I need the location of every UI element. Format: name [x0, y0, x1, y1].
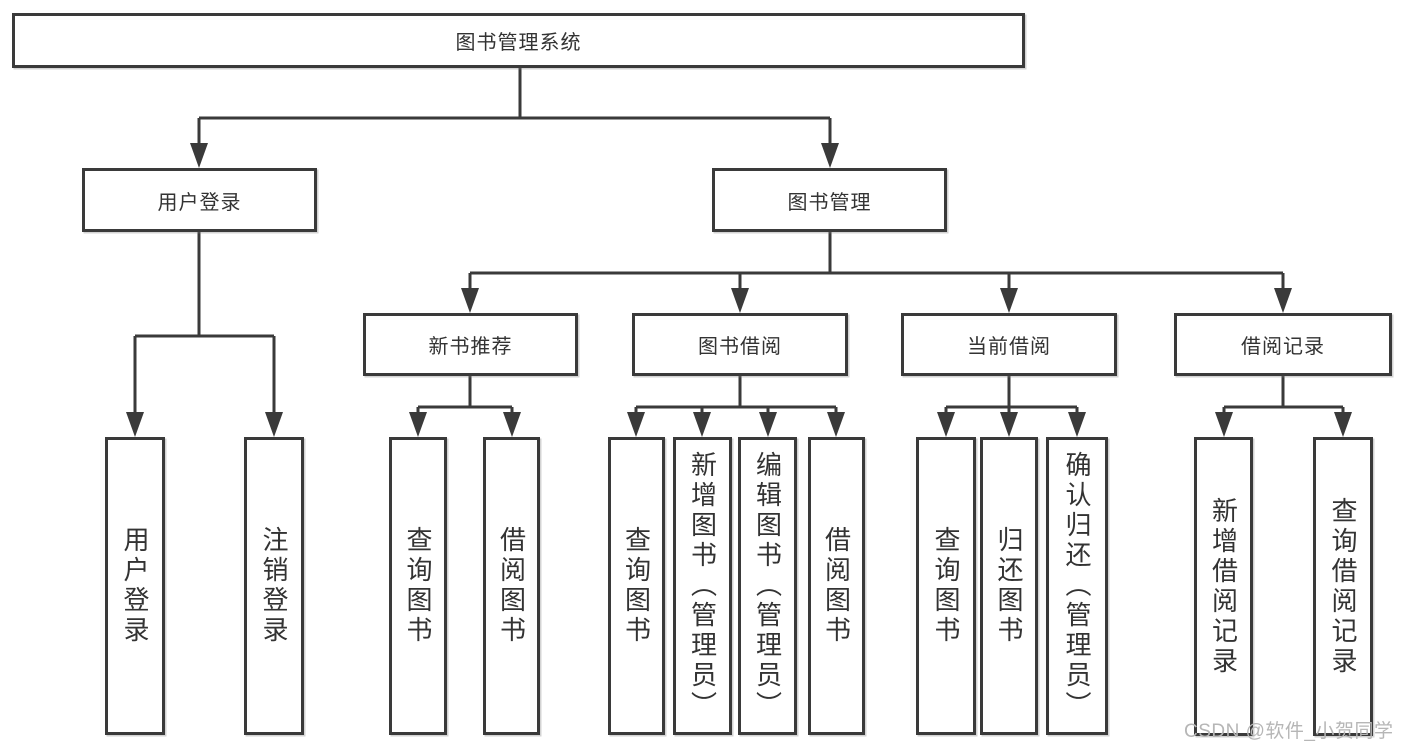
node-book-borrowing: 图书借阅 — [632, 313, 848, 376]
node-book-borrowing-label: 图书借阅 — [698, 336, 782, 358]
node-borrowing-records: 借阅记录 — [1174, 313, 1392, 376]
leaf-current-query-books: 查询图书 — [916, 437, 976, 735]
csdn-watermark: CSDN @软件_小贺同学 — [1184, 721, 1394, 742]
leaf-record-query-borrow-record: 查询借阅记录 — [1313, 437, 1373, 736]
leaf-borrow-query-books: 查询图书 — [608, 437, 665, 735]
node-current-borrowing-label: 当前借阅 — [967, 336, 1051, 358]
node-book-management-system-label: 图书管理系统 — [455, 32, 582, 54]
leaf-logout-label: 注销登录 — [259, 526, 289, 646]
leaf-borrow-query-books-label: 查询图书 — [621, 526, 652, 646]
leaf-borrow-edit-books-admin: 编辑图书（管理员） — [738, 437, 797, 735]
leaf-newbook-borrow-books-label: 借阅图书 — [496, 526, 527, 646]
node-book-management-label: 图书管理 — [787, 191, 872, 214]
leaf-borrow-edit-books-admin-label: 编辑图书（管理员） — [752, 451, 783, 721]
leaf-user-login: 用户登录 — [105, 437, 165, 735]
node-book-management-system: 图书管理系统 — [12, 13, 1025, 68]
node-new-book-recommend-label: 新书推荐 — [428, 336, 513, 358]
leaf-record-add-borrow-record: 新增借阅记录 — [1194, 437, 1253, 736]
leaf-newbook-query-books: 查询图书 — [389, 437, 447, 735]
node-user-login: 用户登录 — [82, 168, 317, 232]
node-current-borrowing: 当前借阅 — [901, 313, 1117, 376]
node-book-management: 图书管理 — [712, 168, 947, 232]
leaf-newbook-query-books-label: 查询图书 — [403, 526, 433, 646]
leaf-logout: 注销登录 — [244, 437, 304, 735]
leaf-record-add-borrow-record-label: 新增借阅记录 — [1208, 496, 1239, 677]
node-user-login-label: 用户登录 — [157, 191, 242, 214]
leaf-user-login-label: 用户登录 — [120, 526, 150, 646]
leaf-current-query-books-label: 查询图书 — [931, 526, 961, 646]
leaf-newbook-borrow-books: 借阅图书 — [483, 437, 540, 735]
node-new-book-recommend: 新书推荐 — [363, 313, 578, 376]
leaf-record-query-borrow-record-label: 查询借阅记录 — [1328, 496, 1358, 677]
leaf-current-confirm-return-admin-label: 确认归还（管理员） — [1062, 451, 1092, 721]
leaf-current-confirm-return-admin: 确认归还（管理员） — [1046, 437, 1108, 735]
leaf-borrow-borrow-books: 借阅图书 — [808, 437, 865, 735]
leaf-borrow-add-books-admin: 新增图书（管理员） — [673, 437, 732, 735]
leaf-current-return-books: 归还图书 — [980, 437, 1038, 735]
leaf-borrow-borrow-books-label: 借阅图书 — [821, 526, 852, 646]
leaf-current-return-books-label: 归还图书 — [994, 526, 1024, 646]
leaf-borrow-add-books-admin-label: 新增图书（管理员） — [687, 451, 718, 721]
node-borrowing-records-label: 借阅记录 — [1241, 336, 1325, 358]
